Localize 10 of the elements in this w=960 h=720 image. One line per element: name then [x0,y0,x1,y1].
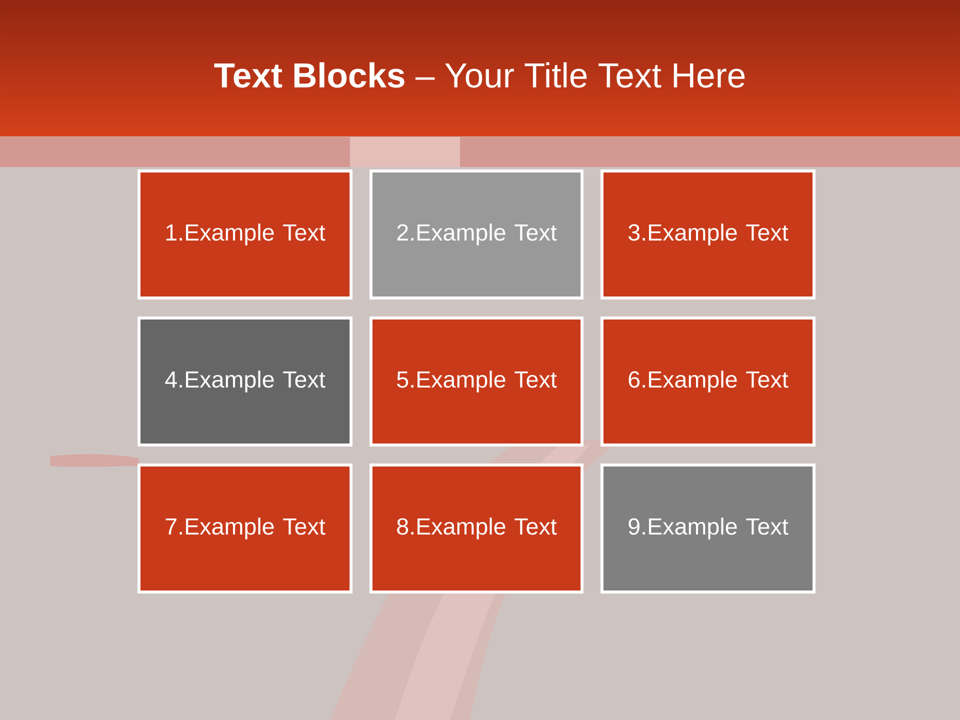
text-block: 3.Example Text [600,170,816,300]
text-block: 9.Example Text [600,464,816,594]
text-block: 7.Example Text [138,464,352,594]
text-block: 5.Example Text [370,316,584,446]
text-block: 2.Example Text [370,170,584,300]
text-block: 1.Example Text [138,170,352,300]
text-block: 8.Example Text [370,464,584,594]
text-block: 6.Example Text [600,316,816,446]
title: Text Blocks – Your Title Text Here [214,62,745,88]
text-block: 4.Example Text [138,316,352,446]
